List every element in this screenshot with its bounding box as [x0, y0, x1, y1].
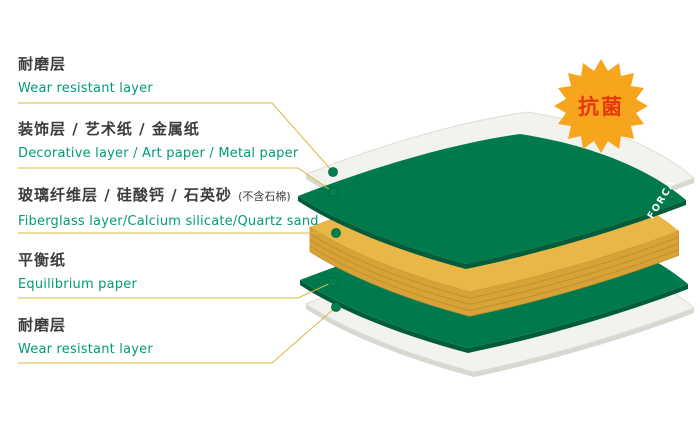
badge-text: 抗菌	[578, 95, 624, 119]
layer-dot	[328, 277, 338, 287]
leader-line-wear-bottom	[18, 306, 337, 364]
layer-dot	[328, 187, 338, 197]
label-zh: 平衡纸	[18, 251, 67, 269]
label-en: Fiberglass layer/Calcium silicate/Quartz…	[18, 214, 319, 229]
label-zh: 玻璃纤维层 / 硅酸钙 / 石英砂 (不含石棉)	[18, 186, 319, 206]
leader-line-equilibrium	[18, 281, 334, 299]
label-zh: 装饰层 / 艺术纸 / 金属纸	[18, 120, 200, 138]
label-zh-main: 玻璃纤维层 / 硅酸钙 / 石英砂	[18, 186, 232, 204]
label-wear-resistant-top: 耐磨层 Wear resistant layer	[18, 55, 153, 96]
label-zh: 耐磨层	[18, 316, 67, 334]
leader-line-wear-top	[18, 102, 334, 173]
label-decorative: 装饰层 / 艺术纸 / 金属纸 Decorative layer / Art p…	[18, 120, 298, 161]
label-en: Equilibrium paper	[18, 277, 137, 292]
label-en: Decorative layer / Art paper / Metal pap…	[18, 146, 299, 161]
starburst-icon	[554, 59, 648, 153]
layer-dot	[328, 167, 338, 177]
label-zh-note: (不含石棉)	[238, 190, 291, 203]
label-en: Wear resistant layer	[18, 81, 153, 96]
label-zh: 耐磨层	[18, 55, 67, 73]
antibacterial-badge: 抗菌	[554, 59, 648, 153]
layer-dot	[331, 228, 341, 238]
leader-lines	[18, 102, 337, 364]
leader-line-decorative	[18, 167, 334, 193]
label-equilibrium-paper: 平衡纸 Equilibrium paper	[18, 251, 137, 292]
label-wear-resistant-bottom: 耐磨层 Wear resistant layer	[18, 316, 153, 357]
label-fiberglass-core: 玻璃纤维层 / 硅酸钙 / 石英砂 (不含石棉) Fiberglass laye…	[18, 186, 319, 229]
layer-dots	[328, 167, 341, 312]
layer-dot	[331, 302, 341, 312]
label-en: Wear resistant layer	[18, 342, 153, 357]
